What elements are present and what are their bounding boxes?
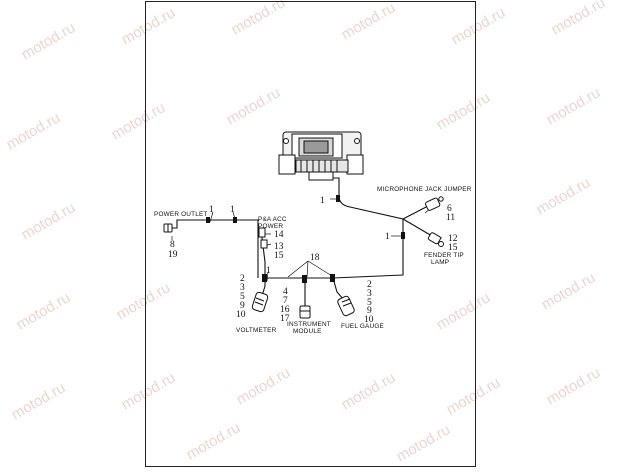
console-module	[278, 131, 364, 181]
microphone-jack-label: MICROPHONE JACK JUMPER	[377, 186, 472, 193]
right-harness-wire	[332, 219, 404, 279]
callout-number: 18	[310, 253, 320, 263]
instrument-module	[299, 305, 311, 319]
callout-number: 3	[367, 289, 372, 299]
power-outlet-label: POWER OUTLET	[154, 211, 208, 218]
callout-number: 14	[274, 230, 284, 240]
callout-number: 1	[209, 205, 214, 215]
callout-number: 4	[283, 287, 288, 297]
callout-number: 1	[385, 232, 390, 242]
callout-number: 10	[236, 310, 246, 320]
watermark-text: motod.ru	[549, 0, 609, 38]
watermark-text: motod.ru	[394, 421, 454, 465]
callout-number: 2	[240, 274, 245, 284]
watermark-text: motod.ru	[224, 84, 284, 128]
callout-number: 12	[448, 234, 458, 244]
page-border	[145, 1, 476, 467]
watermark-text: motod.ru	[119, 4, 179, 48]
callout-number: 3	[240, 283, 245, 293]
callout-number: 5	[240, 292, 245, 302]
watermark-text: motod.ru	[544, 84, 604, 128]
watermark-text: motod.ru	[4, 109, 64, 153]
callout-number: 13	[274, 242, 284, 252]
callout-number: 6	[447, 204, 452, 214]
watermark-text: motod.ru	[109, 99, 169, 143]
junction-connectors	[262, 274, 335, 283]
watermark-text: motod.ru	[444, 374, 504, 418]
wiring-harness	[172, 177, 433, 306]
watermark-text: motod.ru	[544, 364, 604, 408]
fender-tip-label: FENDER TIP	[424, 252, 464, 259]
watermark-text: motod.ru	[434, 289, 494, 333]
power-outlet-wire	[172, 219, 259, 278]
callout-number: 17	[280, 314, 290, 324]
watermark-layer: motod.ru motod.ru motod.ru motod.ru moto…	[4, 0, 609, 465]
watermark-text: motod.ru	[234, 364, 294, 408]
pa-acc-label-line2: POWER	[258, 223, 283, 230]
pa-acc-label: P&A ACC	[258, 216, 287, 223]
callout-number: 15	[448, 243, 458, 253]
callout-number: 5	[367, 298, 372, 308]
fuel-gauge-wire	[332, 277, 345, 301]
callout-number: 7	[283, 296, 288, 306]
watermark-text: motod.ru	[9, 379, 69, 423]
watermark-text: motod.ru	[19, 19, 79, 63]
main-trunk-wire	[332, 177, 404, 220]
watermark-text: motod.ru	[339, 369, 399, 413]
callout-number: 9	[367, 306, 372, 316]
voltmeter-label: VOLTMETER	[236, 327, 277, 334]
fender-tip-branch-wire	[402, 218, 433, 237]
watermark-text: motod.ru	[184, 419, 244, 463]
callout-number: 2	[367, 280, 372, 290]
watermark-text: motod.ru	[119, 369, 179, 413]
watermark-text: motod.ru	[434, 89, 494, 133]
pa-acc-connector	[258, 227, 268, 249]
callout-number: 19	[168, 250, 178, 260]
watermark-text: motod.ru	[539, 269, 599, 313]
callout-number: 9	[240, 301, 245, 311]
callout-number: 1	[320, 196, 325, 206]
microphone-branch-wire	[402, 205, 429, 220]
callout-number: 1	[230, 205, 235, 215]
watermark-text: motod.ru	[14, 289, 74, 333]
callout-number: 8	[170, 240, 175, 250]
power-outlet	[163, 223, 173, 233]
watermark-text: motod.ru	[114, 279, 174, 323]
inline-connector	[206, 195, 405, 239]
callout-number: 1	[266, 266, 271, 276]
fuel-gauge	[337, 295, 355, 317]
instrument-module-label: INSTRUMENT	[287, 321, 331, 328]
callout-number: 11	[446, 213, 455, 223]
fender-tip-lamp	[427, 232, 444, 247]
fuel-gauge-label: FUEL GAUGE	[341, 323, 384, 330]
microphone-jack	[425, 196, 444, 211]
watermark-text: motod.ru	[229, 0, 289, 38]
instrument-module-label-line2: MODULE	[293, 328, 322, 335]
watermark-text: motod.ru	[449, 4, 509, 48]
watermark-text: motod.ru	[534, 174, 594, 218]
watermark-text: motod.ru	[19, 199, 79, 243]
callout-number: 10	[364, 315, 374, 325]
voltmeter	[251, 291, 269, 313]
callout-number: 15	[274, 251, 284, 261]
watermark-text: motod.ru	[339, 0, 399, 43]
fender-tip-label-line2: LAMP	[431, 259, 449, 266]
callout-number: 16	[280, 305, 290, 315]
